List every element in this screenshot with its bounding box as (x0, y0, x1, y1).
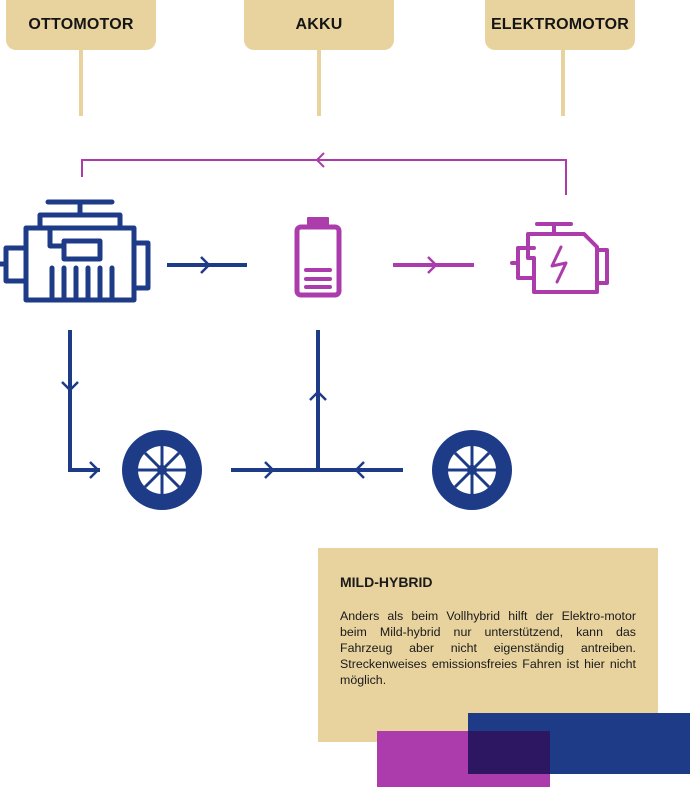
return-flow-line (81, 152, 567, 195)
label-akku: AKKU (244, 0, 394, 50)
wheel-icon (432, 430, 512, 510)
battery-icon (294, 217, 342, 298)
electric-motor-icon (510, 222, 609, 294)
engine-to-battery-arrow (167, 256, 247, 274)
info-box: MILD-HYBRID Anders als beim Vollhybrid h… (340, 574, 636, 688)
label-elektromotor: ELEKTROMOTOR (485, 0, 635, 50)
combustion-engine-icon (0, 199, 151, 303)
decor-navy-overlap (468, 731, 550, 774)
info-box-background (318, 548, 658, 742)
info-text: Anders als beim Vollhybrid hilft der Ele… (340, 609, 636, 687)
battery-to-emotor-arrow (393, 256, 474, 274)
label-ottomotor: OTTOMOTOR (6, 0, 156, 50)
label-connectors (79, 50, 565, 116)
wheel-icon (122, 430, 202, 510)
info-title: MILD-HYBRID (340, 574, 433, 590)
wheels-to-battery-arrows (231, 330, 403, 479)
engine-to-wheel-arrow (61, 330, 100, 479)
